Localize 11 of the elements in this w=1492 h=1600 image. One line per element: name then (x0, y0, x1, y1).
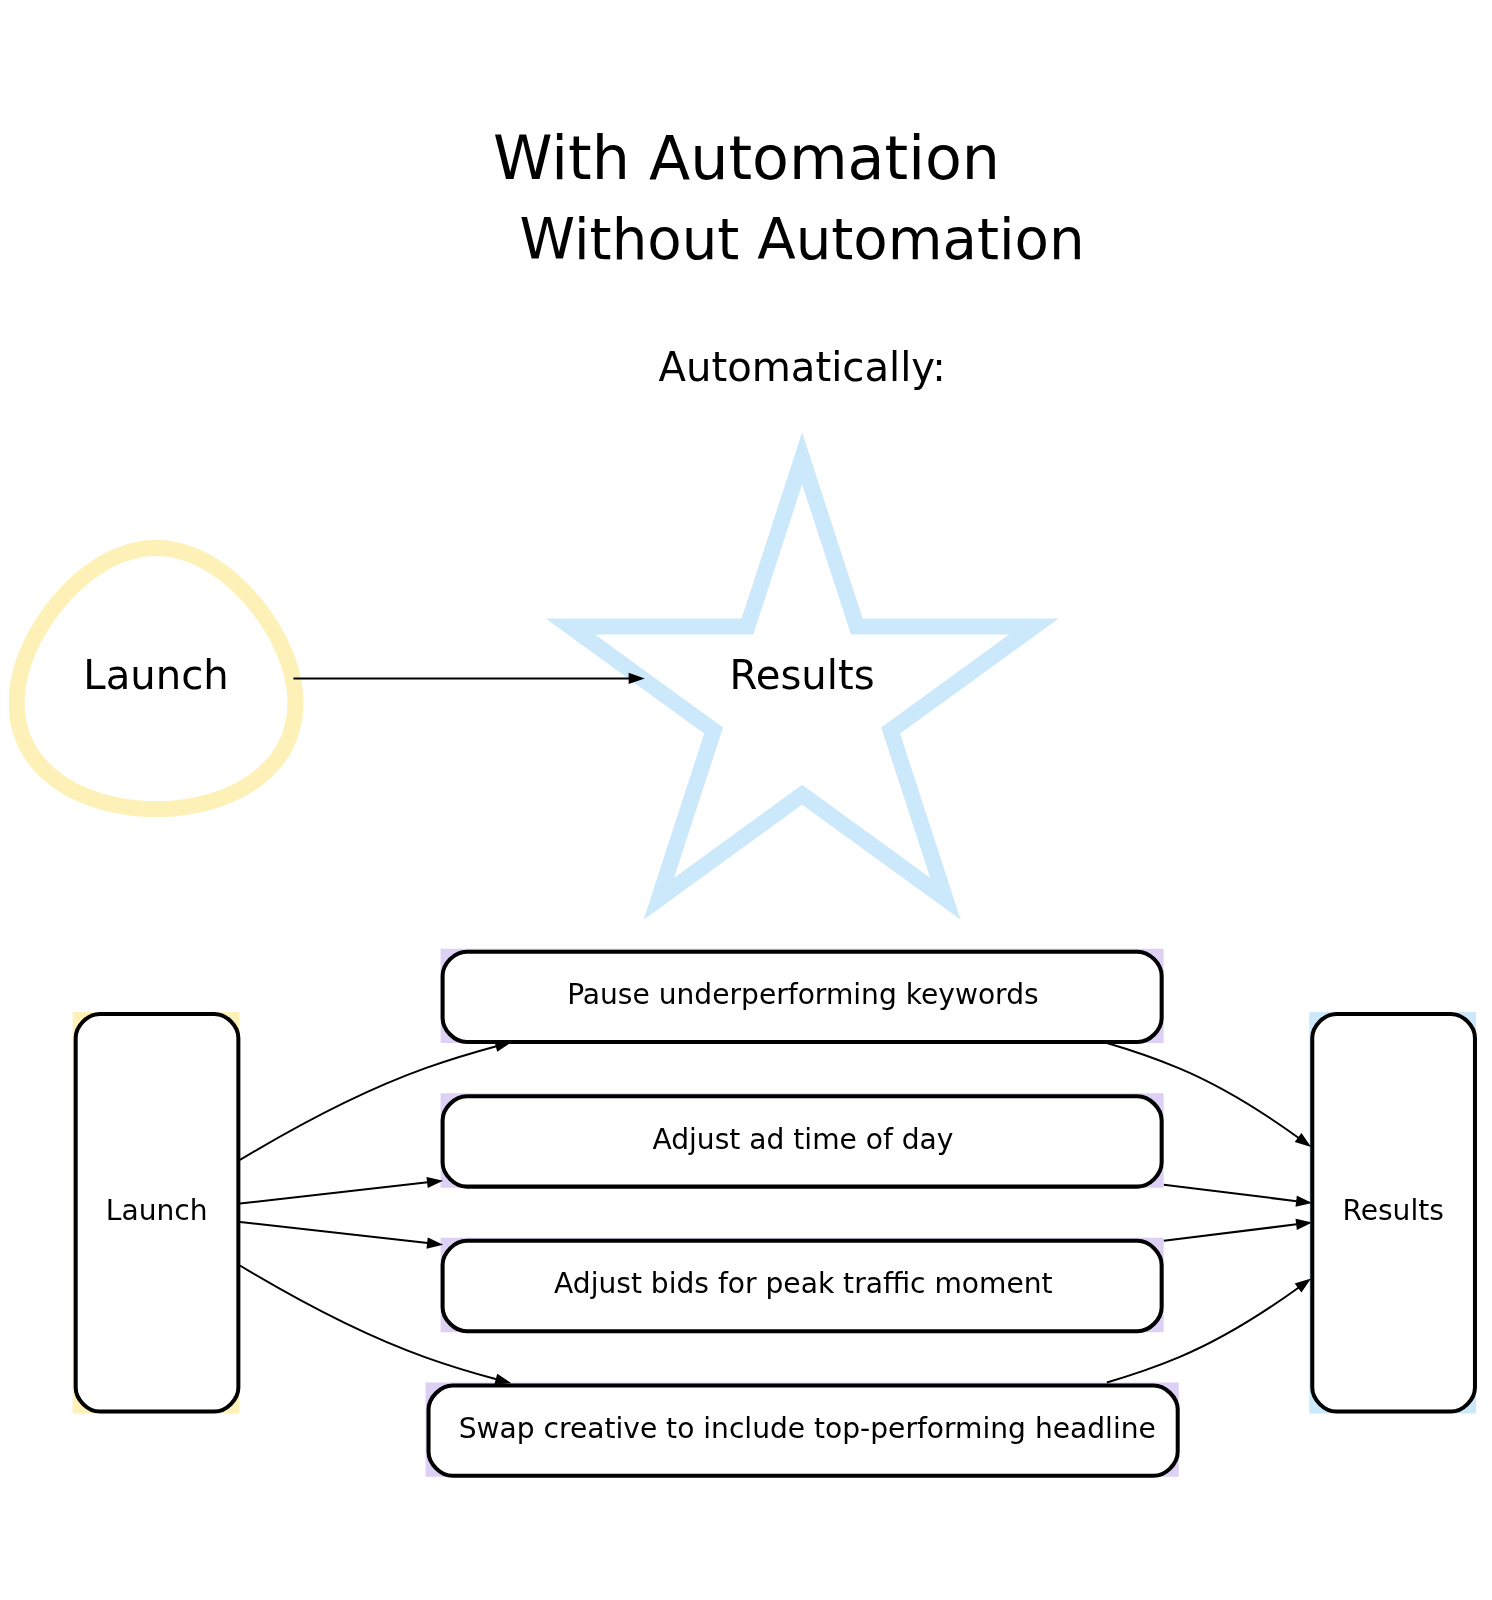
arrow (1163, 1218, 1312, 1242)
arrow (238, 1264, 511, 1385)
label: Without Automation (519, 206, 1085, 272)
arrow (292, 672, 645, 685)
arrow (1106, 1042, 1311, 1147)
arrow (1163, 1183, 1312, 1207)
arrow (1106, 1278, 1311, 1384)
diagram-title: With Automation (492, 123, 1000, 194)
arrow (239, 1221, 443, 1249)
label: Automatically: (658, 344, 946, 391)
arrow (239, 1176, 443, 1205)
